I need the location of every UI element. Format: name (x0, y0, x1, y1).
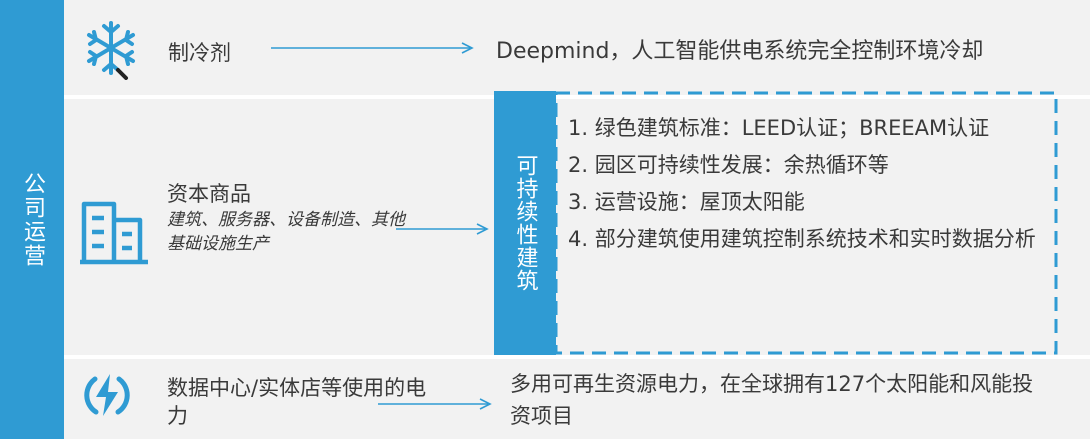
sustainable-item: 4. 部分建筑使用建筑控制系统技术和实时数据分析 (568, 227, 1036, 251)
coolant-band (64, 0, 1090, 95)
sustainable-item: 3. 运营设施：屋顶太阳能 (568, 190, 805, 214)
capital-goods-subtitle: 建筑、服务器、设备制造、其他基础设施生产 (167, 210, 405, 254)
company-operations-sidebar: 公司运营 (0, 0, 64, 439)
capital-goods-title: 资本商品 (167, 182, 251, 206)
power-band (64, 359, 1090, 439)
sustainable-item: 1. 绿色建筑标准：LEED认证；BREEAM认证 (568, 116, 990, 140)
building-icon (80, 201, 148, 265)
sidebar-label: 公司运营 (20, 171, 45, 268)
power-result: 多用可再生资源电力，在全球拥有127个太阳能和风能投资项目 (510, 372, 1034, 428)
snowflake-icon (87, 21, 135, 80)
power-label: 数据中心/实体店等使用的电力 (167, 376, 427, 428)
sustainable-item: 2. 园区可持续性发展：余热循环等 (568, 153, 889, 177)
sustainable-list: 1. 绿色建筑标准：LEED认证；BREEAM认证 2. 园区可持续性发展：余热… (568, 110, 1050, 258)
sustainable-building-tag-label: 可持续性建筑 (512, 154, 538, 292)
coolant-label: 制冷剂 (168, 41, 231, 65)
coolant-result: Deepmind，人工智能供电系统完全控制环境冷却 (496, 39, 984, 64)
sustainable-building-tag: 可持续性建筑 (494, 91, 556, 355)
lightning-icon (84, 374, 130, 416)
